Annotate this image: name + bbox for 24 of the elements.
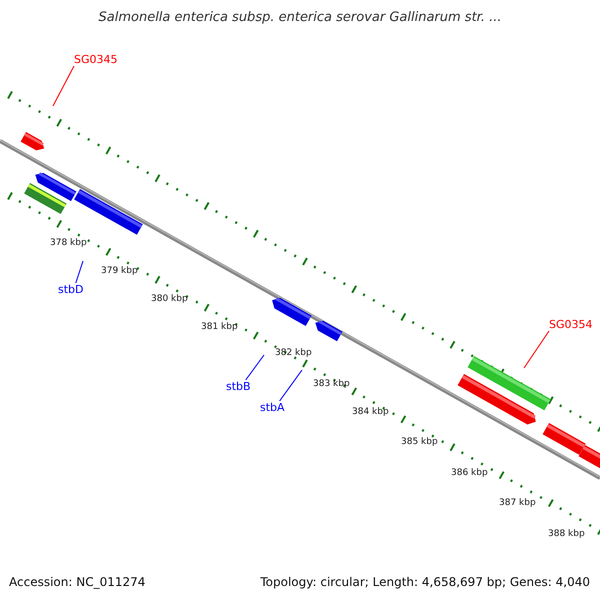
leader-line bbox=[279, 370, 302, 402]
scale-label: 383 kbp bbox=[313, 380, 350, 389]
scale-label: 386 kbp bbox=[451, 469, 488, 478]
scale-label: 381 kbp bbox=[201, 323, 238, 332]
gene-label: SG0354 bbox=[549, 319, 593, 330]
leader-line bbox=[524, 330, 550, 368]
gene-label: stbA bbox=[260, 402, 285, 413]
accession-note: Accession: NC_011274 bbox=[9, 576, 146, 588]
leader-line bbox=[245, 354, 264, 380]
scale-label: 378 kbp bbox=[50, 239, 87, 248]
scale-label: 388 kbp bbox=[548, 530, 585, 539]
scale-label: 384 kbp bbox=[352, 408, 389, 417]
gene-label: stbD bbox=[58, 284, 84, 295]
gene-label: SG0345 bbox=[74, 54, 118, 65]
diagram-title: Salmonella enterica subsp. enterica serovar Gallinarum str. ... bbox=[98, 11, 502, 24]
gene-label: stbB bbox=[226, 381, 251, 392]
scale-label: 385 kbp bbox=[401, 438, 438, 447]
genome-summary: Topology: circular; Length: 4,658,697 bp; Genes: 4,040 bbox=[260, 576, 590, 588]
scale-label: 379 kbp bbox=[101, 267, 138, 276]
scale-label: 382 kbp bbox=[275, 349, 312, 358]
scale-label: 380 kbp bbox=[151, 295, 188, 304]
leader-line bbox=[52, 66, 74, 106]
leader-line bbox=[75, 260, 84, 284]
scale-label: 387 kbp bbox=[499, 499, 536, 508]
